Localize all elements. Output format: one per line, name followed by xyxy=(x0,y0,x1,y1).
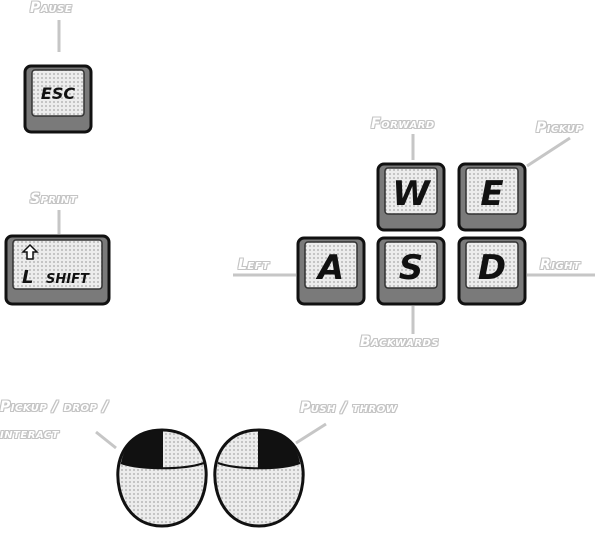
esc-key[interactable]: ESC xyxy=(23,64,93,134)
mouse-left-label-line2: interact xyxy=(0,426,60,442)
backwards-label: Backwards xyxy=(360,334,440,350)
sprint-label: Sprint xyxy=(30,191,78,207)
s-key[interactable]: S xyxy=(376,236,446,306)
esc-key-label: ESC xyxy=(41,84,75,103)
s-key-label: S xyxy=(399,248,424,288)
left-shift-key[interactable]: L SHIFT xyxy=(4,234,111,306)
mouse-right-button-icon[interactable] xyxy=(213,428,305,528)
pickup-leader-line xyxy=(526,136,571,168)
e-key-label: E xyxy=(480,174,503,214)
mouse-right-label: Push / throw xyxy=(300,400,398,416)
e-key[interactable]: E xyxy=(457,162,527,232)
mouse-right-leader-line xyxy=(295,422,327,445)
mouse-left-button-icon[interactable] xyxy=(116,428,208,528)
pause-label: Pause xyxy=(30,0,73,16)
mouse-left-leader-line xyxy=(95,430,117,450)
a-key-label: A xyxy=(315,248,344,288)
pickup-label: Pickup xyxy=(536,120,584,136)
w-key-label: W xyxy=(392,174,431,214)
left-shift-l-label: L xyxy=(22,267,33,288)
left-label: Left xyxy=(238,257,270,273)
mouse-left-label-line1: Pickup / drop / xyxy=(0,399,109,415)
left-shift-label: SHIFT xyxy=(46,272,90,287)
forward-label: Forward xyxy=(371,116,435,132)
shift-arrow-icon xyxy=(21,243,39,260)
leader-lines xyxy=(57,20,595,450)
a-key[interactable]: A xyxy=(296,236,366,306)
d-key-label: D xyxy=(478,248,506,288)
d-key[interactable]: D xyxy=(457,236,527,306)
right-label: Right xyxy=(540,257,581,273)
w-key[interactable]: W xyxy=(376,162,446,232)
